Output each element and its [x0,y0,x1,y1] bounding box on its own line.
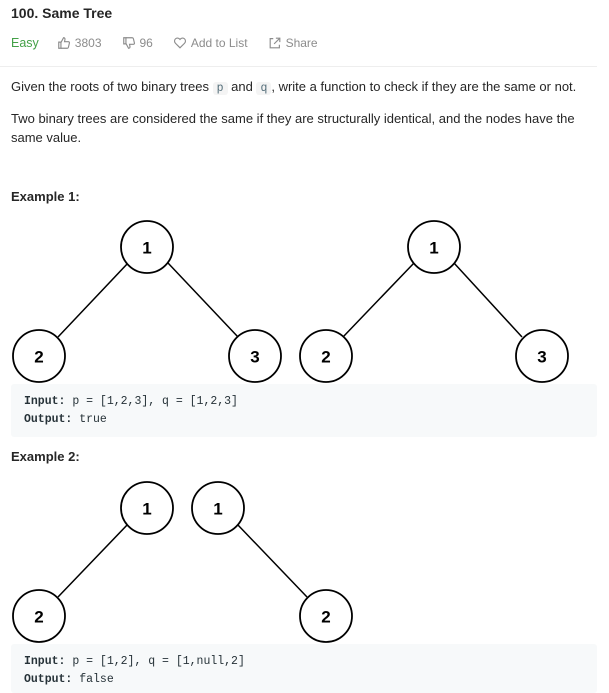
input-value: p = [1,2,3], q = [1,2,3] [72,395,238,408]
tree-node-label: 1 [429,239,438,258]
output-label: Output: [24,413,73,426]
example-2-tree-diagram: 1 2 1 2 [12,481,353,643]
tree-node [407,220,461,274]
share-label: Share [285,36,318,50]
example-1-title: Example 1: [11,189,80,204]
example-2-io-block: Input: p = [1,2], q = [1,null,2] Output:… [11,644,597,693]
output-label: Output: [24,673,73,686]
tree-node [12,329,66,383]
heart-icon [173,37,186,49]
tree-edge [342,262,415,338]
tree-node [515,329,569,383]
tree-node [191,481,245,535]
example-1-io-block: Input: p = [1,2,3], q = [1,2,3] Output: … [11,384,597,437]
tree-node [228,329,282,383]
problem-meta-bar: Easy 3803 96 Add to List Share [11,35,338,51]
tree-node-label: 1 [142,239,151,258]
description-text: , write a function to check if they are … [271,79,577,94]
tree-node [120,220,174,274]
header-divider [0,66,597,67]
tree-edge [167,262,239,338]
page-title: 100. Same Tree [11,5,113,21]
code-q: q [256,82,272,95]
tree-edge [453,262,523,338]
add-to-list-button[interactable]: Add to List [173,36,248,50]
tree-node [299,329,353,383]
example-1-tree-diagram: 1 2 3 1 2 3 [12,220,569,383]
tree-node-label: 3 [537,348,546,367]
tree-node [299,589,353,643]
output-value: false [79,673,114,686]
tree-node-label: 1 [142,500,151,519]
description-text: Given the roots of two binary trees [11,79,213,94]
code-p: p [212,82,228,95]
tree-node-label: 2 [34,348,43,367]
share-button[interactable]: Share [268,36,318,50]
output-value: true [79,413,107,426]
tree-edge [57,262,129,338]
example-2-title: Example 2: [11,449,80,464]
difficulty-badge: Easy [11,36,39,50]
tree-node-label: 1 [213,500,222,519]
input-label: Input: [24,395,66,408]
tree-node-label: 2 [321,348,330,367]
tree-node-label: 2 [321,608,330,627]
thumbs-down-icon [122,37,135,49]
thumbs-up-icon [57,37,70,49]
tree-node-label: 2 [34,608,43,627]
dislike-count: 96 [139,36,153,50]
like-button[interactable]: 3803 [57,36,102,50]
tree-node [120,481,174,535]
tree-edge [57,523,129,598]
tree-edge [236,523,308,598]
tree-node-label: 3 [250,348,259,367]
like-count: 3803 [74,36,102,50]
add-to-list-label: Add to List [190,36,248,50]
dislike-button[interactable]: 96 [122,36,153,50]
input-label: Input: [24,655,66,668]
share-icon [269,37,280,49]
description-text: and [227,79,257,94]
tree-node [12,589,66,643]
description-line-2: Two binary trees are considered the same… [11,111,575,145]
input-value: p = [1,2], q = [1,null,2] [72,655,245,668]
description-line-1: Given the roots of two binary trees p an… [11,77,591,98]
